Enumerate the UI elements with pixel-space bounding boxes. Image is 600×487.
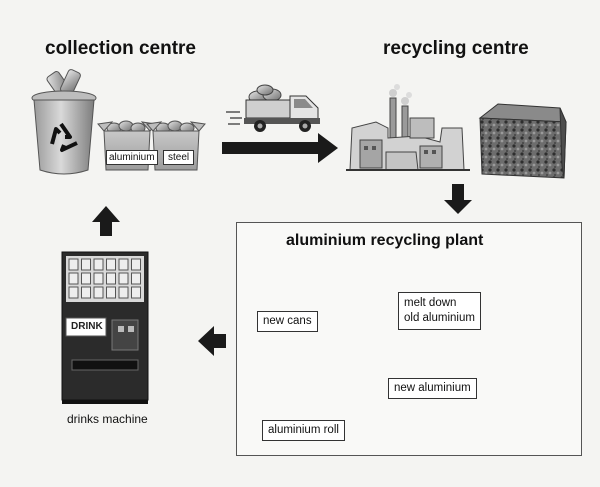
vending-machine bbox=[61, 251, 149, 404]
vending-slot bbox=[118, 258, 129, 271]
vending-slot bbox=[68, 286, 79, 299]
arrow-right-1-icon bbox=[222, 133, 338, 163]
plant-title: aluminium recycling plant bbox=[286, 232, 484, 249]
recycle-icon bbox=[50, 122, 78, 152]
aluminium-box-label: aluminium bbox=[106, 150, 158, 165]
drinks-machine-caption: drinks machine bbox=[67, 412, 148, 426]
melt-down-line1: melt down bbox=[404, 297, 457, 309]
vending-slot bbox=[81, 272, 91, 285]
vending-slot bbox=[93, 258, 104, 271]
vending-slot bbox=[93, 286, 104, 299]
drink-sign: DRINK bbox=[71, 321, 103, 332]
aluminium-roll-label: aluminium roll bbox=[262, 420, 345, 441]
plant-frame bbox=[236, 222, 582, 456]
delivery-truck bbox=[226, 84, 320, 132]
recycling-centre-title: recycling centre bbox=[383, 38, 529, 59]
recycling-bin bbox=[31, 69, 97, 175]
melt-down-label: melt down old aluminium bbox=[398, 292, 481, 330]
vending-slot bbox=[81, 258, 91, 271]
vending-slot bbox=[68, 272, 79, 285]
vending-slot bbox=[131, 286, 141, 299]
factory bbox=[346, 84, 470, 171]
vending-slot bbox=[68, 258, 79, 271]
new-aluminium-label: new aluminium bbox=[388, 378, 477, 399]
vending-slot bbox=[106, 258, 116, 271]
vending-slot bbox=[81, 286, 91, 299]
steel-box-label: steel bbox=[163, 150, 195, 165]
vending-slot bbox=[106, 286, 116, 299]
vending-slot bbox=[118, 272, 129, 285]
collection-centre-title: collection centre bbox=[45, 38, 196, 59]
vending-slot bbox=[118, 286, 129, 299]
arrow-up-icon bbox=[92, 206, 120, 236]
vending-slot bbox=[106, 272, 116, 285]
melt-down-line2: old aluminium bbox=[404, 312, 475, 324]
arrow-left-icon bbox=[198, 326, 226, 356]
arrow-down-icon bbox=[444, 184, 472, 214]
compressed-bale bbox=[478, 103, 567, 179]
vending-slot bbox=[93, 272, 104, 285]
new-cans-label: new cans bbox=[257, 311, 318, 332]
vending-slot bbox=[131, 272, 141, 285]
vending-slot bbox=[131, 258, 141, 271]
